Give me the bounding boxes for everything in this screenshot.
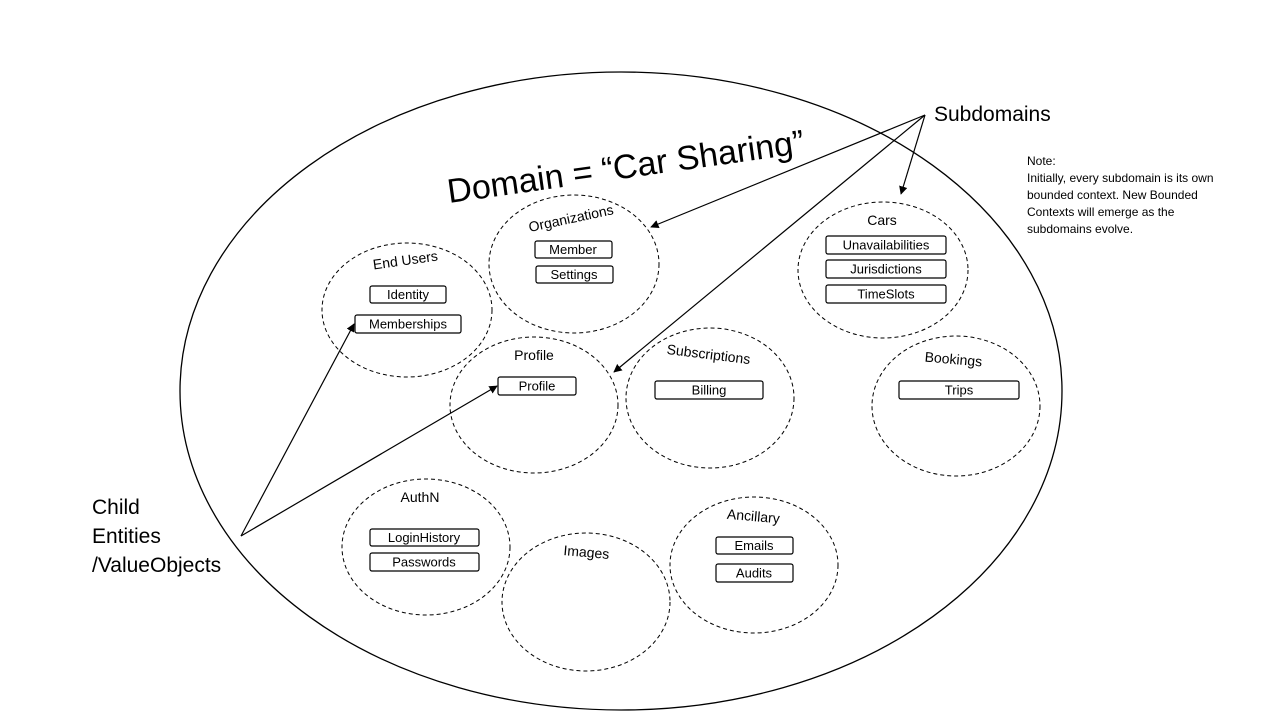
- subdomain-cars: Cars Unavailabilities Jurisdictions Time…: [797, 201, 969, 339]
- child-entity-arrow: [240, 323, 355, 537]
- entity-label: TimeSlots: [857, 287, 915, 302]
- subdomain-arrow: [650, 114, 926, 229]
- subdomain-boundary: [449, 336, 619, 474]
- entity-label: Passwords: [392, 555, 456, 570]
- note: Note: Initially, every subdomain is its …: [1027, 154, 1214, 236]
- entity-label: Settings: [551, 267, 598, 282]
- entity-box: [715, 563, 794, 583]
- subdomain-title: Organizations: [527, 201, 615, 235]
- entity-box: [825, 235, 947, 255]
- entity-label: Identity: [387, 287, 429, 302]
- subdomain-title: Profile: [514, 347, 554, 363]
- entity-label: Profile: [519, 379, 556, 394]
- note-line: bounded context. New Bounded: [1027, 188, 1198, 202]
- subdomain-title: Subscriptions: [666, 341, 751, 367]
- entity-label: Member: [549, 242, 597, 257]
- subdomain-authn: AuthN LoginHistory Passwords: [341, 478, 511, 616]
- entity-box: [369, 285, 447, 304]
- entity-box: [654, 380, 764, 400]
- entity-box: [825, 284, 947, 304]
- subdomain-boundary: [341, 478, 511, 616]
- entity-label: Jurisdictions: [850, 262, 922, 277]
- subdomain-ancillary: Ancillary Emails Audits: [669, 496, 839, 634]
- entity-box: [715, 536, 794, 555]
- entity-label: LoginHistory: [388, 530, 461, 545]
- child-entities-label-line1: Child: [92, 496, 140, 519]
- entity-label: Emails: [734, 538, 774, 553]
- child-entities-label-line2: Entities: [92, 525, 161, 548]
- domain-boundary: [179, 71, 1063, 711]
- subdomain-boundary: [321, 242, 493, 378]
- subdomain-title: Bookings: [924, 349, 983, 370]
- subdomain-title: Images: [563, 542, 610, 562]
- entity-box: [354, 314, 462, 334]
- entity-label: Billing: [692, 383, 727, 398]
- subdomain-images: Images: [501, 532, 671, 672]
- note-line: Contexts will emerge as the: [1027, 205, 1175, 219]
- entity-box: [825, 259, 947, 279]
- entity-box: [369, 552, 480, 572]
- child-entity-arrow: [240, 385, 498, 537]
- subdomain-boundary: [488, 194, 660, 334]
- subdomain-title: Cars: [867, 212, 897, 228]
- entity-box: [534, 240, 613, 259]
- note-line: subdomains evolve.: [1027, 222, 1133, 236]
- subdomain-bookings: Bookings Trips: [871, 335, 1041, 477]
- note-line: Initially, every subdomain is its own: [1027, 171, 1214, 185]
- domain-title: Domain = “Car Sharing”: [445, 123, 807, 211]
- subdomain-boundary: [871, 335, 1041, 477]
- entity-box: [497, 376, 577, 396]
- subdomain-arrow: [613, 114, 926, 373]
- subdomain-profile: Profile Profile: [449, 336, 619, 474]
- note-heading: Note:: [1027, 154, 1056, 168]
- subdomain-title: Ancillary: [726, 506, 780, 527]
- entity-label: Audits: [736, 566, 773, 581]
- subdomain-boundary: [625, 327, 795, 469]
- entity-label: Trips: [945, 383, 974, 398]
- subdomain-boundary: [797, 201, 969, 339]
- subdomain-organizations: Organizations Member Settings: [488, 194, 660, 334]
- subdomain-arrow: [899, 114, 926, 195]
- subdomain-boundary: [501, 532, 671, 672]
- entity-label: Unavailabilities: [843, 238, 930, 253]
- entity-box: [535, 265, 614, 284]
- subdomain-subscriptions: Subscriptions Billing: [625, 327, 795, 469]
- subdomain-end-users: End Users Identity Memberships: [321, 242, 493, 378]
- entity-box: [369, 528, 480, 547]
- subdomain-title: AuthN: [401, 489, 440, 505]
- entity-box: [898, 380, 1020, 400]
- subdomain-boundary: [669, 496, 839, 634]
- subdomains-label: Subdomains: [934, 103, 1051, 126]
- subdomain-title: End Users: [372, 248, 439, 273]
- entity-label: Memberships: [369, 317, 448, 332]
- child-entities-label-line3: /ValueObjects: [92, 554, 221, 577]
